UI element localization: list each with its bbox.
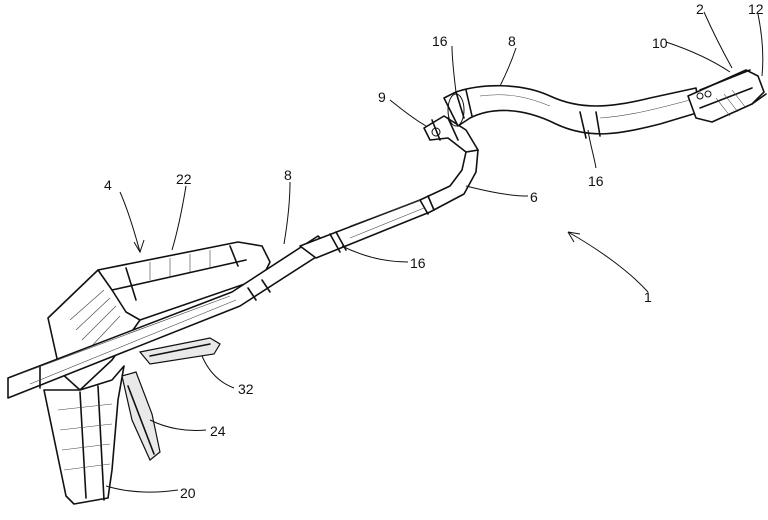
label-16-upper-right: 16 (588, 173, 604, 189)
label-16-lower: 16 (410, 255, 426, 271)
label-16-upper-left: 16 (432, 33, 448, 49)
leader-1 (568, 232, 648, 292)
label-6: 6 (530, 189, 538, 205)
label-2: 2 (696, 1, 704, 17)
label-32: 32 (238, 381, 254, 397)
label-20: 20 (180, 485, 196, 501)
leader-8-upper (500, 48, 516, 86)
label-22: 22 (176, 171, 192, 187)
leader-16-upper-left (452, 46, 456, 92)
leader-32 (202, 356, 234, 388)
lever (140, 338, 220, 364)
leader-20 (106, 486, 178, 492)
leader-9 (390, 100, 426, 126)
label-1: 1 (644, 289, 652, 305)
leader-6 (466, 186, 528, 196)
label-12: 12 (748, 1, 764, 17)
label-9: 9 (378, 89, 386, 105)
lower-sheath (300, 150, 478, 258)
label-10: 10 (652, 35, 668, 51)
label-8-lower: 8 (284, 167, 292, 183)
leader-8-lower (284, 182, 290, 244)
leader-16-upper-right (588, 130, 596, 168)
arrowhead-4 (134, 240, 144, 252)
leader-12 (758, 14, 763, 76)
leader-22 (172, 186, 186, 250)
jaw-end (688, 70, 766, 122)
label-24: 24 (210, 423, 226, 439)
upper-sheath (444, 86, 700, 138)
joint (424, 116, 478, 152)
trigger (122, 372, 160, 460)
label-8-upper: 8 (508, 33, 516, 49)
leader-16-lower (342, 246, 408, 262)
leader-24 (150, 420, 206, 431)
leader-4 (120, 192, 140, 252)
label-4: 4 (104, 177, 112, 193)
